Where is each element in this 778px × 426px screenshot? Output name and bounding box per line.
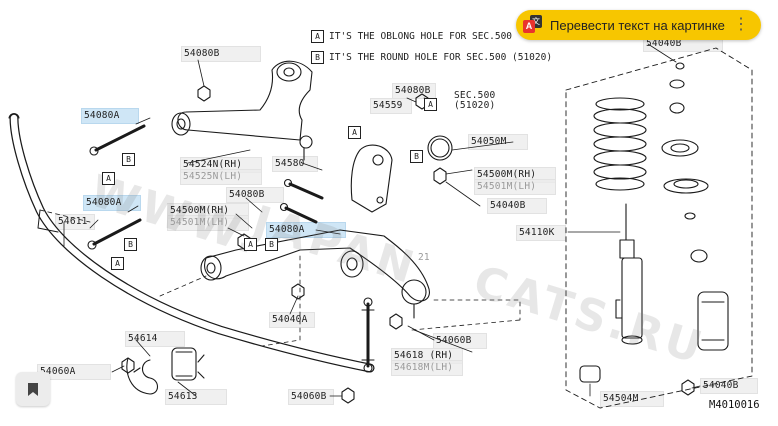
nut: [433, 167, 447, 185]
note-a-text: IT'S THE OBLONG HOLE FOR SEC.500: [329, 31, 513, 42]
part-label-54080b-mid[interactable]: 54080B: [226, 187, 284, 203]
upper-link: [171, 60, 313, 161]
part-label-54040b-1[interactable]: 54040B: [487, 198, 547, 214]
part-label-54500m-r[interactable]: 54500M(RH): [474, 167, 556, 183]
part-label-54501m-r[interactable]: 54501M(LH): [474, 179, 556, 195]
dashed-outline: [39, 209, 521, 347]
note-b-text: IT'S THE ROUND HOLE FOR SEC.500 (51020): [329, 52, 553, 63]
knuckle: [350, 144, 393, 213]
bookmark-button[interactable]: [16, 372, 50, 406]
part-label-54060b-2[interactable]: 54060B: [288, 389, 334, 405]
stabilizer-bushing: [171, 347, 205, 381]
part-label-54504m[interactable]: 54504M: [600, 391, 664, 407]
snap-ring: [427, 135, 453, 161]
part-label-54580[interactable]: 54580: [272, 156, 318, 172]
key-b-marker-1: B: [122, 153, 135, 166]
part-label-54060b-1[interactable]: 54060B: [433, 333, 487, 349]
key-b-marker-5: B: [265, 238, 278, 251]
part-label-54559[interactable]: 54559: [370, 98, 412, 114]
note-b: B IT'S THE ROUND HOLE FOR SEC.500 (51020): [311, 51, 552, 64]
part-label-54613[interactable]: 54613: [165, 389, 227, 405]
part-label-54050m[interactable]: 54050M: [468, 134, 528, 150]
part-label-54500m-l[interactable]: 54500M(RH): [167, 203, 249, 219]
translate-image-button[interactable]: 文 A Перевести текст на картинке ⋮: [516, 10, 761, 40]
part-label-54080b-top[interactable]: 54080B: [181, 46, 261, 62]
lower-bushing: [579, 365, 601, 383]
part-label-54040b-bot[interactable]: 54040B: [700, 378, 758, 394]
note-a-key: A: [311, 30, 324, 43]
diagram-code: M4010016: [709, 399, 760, 411]
bolt-link-lower: [279, 178, 324, 224]
part-label-54080a-2[interactable]: 54080A: [83, 195, 141, 211]
key-a-marker-2: A: [111, 257, 124, 270]
key-a-marker-3: A: [348, 126, 361, 139]
strut-mount: [661, 62, 709, 263]
part-label-54040a[interactable]: 54040A: [269, 312, 315, 328]
part-label-54525n[interactable]: 54525N(LH): [180, 169, 262, 185]
bolt-lower: [87, 218, 142, 250]
translate-button-label: Перевести текст на картинке: [550, 17, 725, 33]
watermark-sub: 21: [418, 252, 430, 263]
part-label-54080a-1[interactable]: 54080A: [81, 108, 139, 124]
more-options-icon[interactable]: ⋮: [733, 16, 749, 33]
part-label-sec500: SEC.500: [454, 90, 496, 101]
part-label-54524n[interactable]: 54524N(RH): [180, 157, 262, 173]
translate-icon: 文 A: [523, 15, 543, 35]
key-b-marker-2: B: [124, 238, 137, 251]
leader-lines: [63, 43, 701, 397]
strut: [615, 203, 643, 345]
key-a-marker-1: A: [102, 172, 115, 185]
part-label-54611[interactable]: 54611: [55, 214, 95, 230]
key-a-marker-4: A: [424, 98, 437, 111]
part-label-54501m-l[interactable]: 54501M(LH): [167, 215, 249, 231]
key-a-marker-5: A: [244, 238, 257, 251]
stabilizer-bracket: [126, 357, 159, 395]
stabilizer-bar: [8, 112, 375, 373]
part-label-54080b-r[interactable]: 54080B: [392, 83, 436, 99]
note-b-key: B: [311, 51, 324, 64]
lower-link: [200, 229, 430, 319]
part-label-54110k[interactable]: 54110K: [516, 225, 566, 241]
part-label-sec500-sub: (51020): [454, 100, 496, 111]
shock-absorber-group: [565, 47, 753, 409]
key-b-marker-3: B: [410, 150, 423, 163]
coil-spring: [593, 97, 647, 191]
bound-bumper: [697, 291, 729, 351]
stabilizer-connecting-rod: [361, 297, 375, 373]
bookmark-icon: [28, 382, 38, 396]
part-label-54618[interactable]: 54618 (RH): [391, 348, 463, 364]
part-label-54618m[interactable]: 54618M(LH): [391, 360, 463, 376]
note-a: A IT'S THE OBLONG HOLE FOR SEC.500: [311, 30, 512, 43]
bolt-upper: [89, 124, 146, 156]
part-label-54080a-3[interactable]: 54080A: [266, 222, 346, 238]
part-label-54614[interactable]: 54614: [125, 331, 185, 347]
